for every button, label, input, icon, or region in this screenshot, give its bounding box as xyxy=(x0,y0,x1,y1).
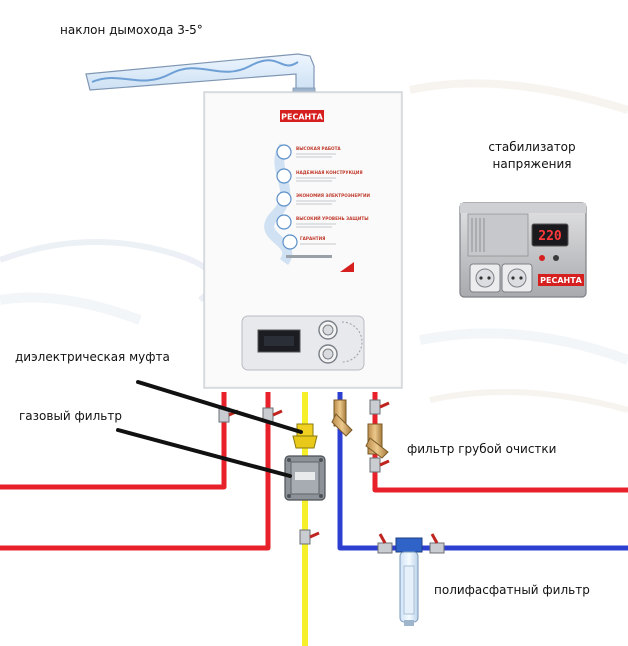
feature-label: НАДЕЖНАЯ КОНСТРУКЦИЯ xyxy=(296,170,363,175)
valve xyxy=(369,399,390,415)
feature-label: ВЫСОКИЙ УРОВЕНЬ ЗАЩИТЫ xyxy=(296,216,369,221)
valve xyxy=(369,457,390,473)
boiler-brand-text: РЕСАНТА xyxy=(281,113,324,122)
pointer-lines xyxy=(116,380,303,478)
stabilizer-label-line2: напряжения xyxy=(492,157,572,171)
feature-label: ГАРАНТИЯ xyxy=(300,236,325,241)
pointer-dielectric-coupling xyxy=(136,380,303,434)
gas-boiler: РЕСАНТА ВЫСОКАЯ РАБОТА НАДЕЖНАЯ КОНСТРУК… xyxy=(203,91,403,389)
pointer-gas-filter xyxy=(116,428,292,478)
stabilizer-label-line1: стабилизатор xyxy=(488,140,576,154)
dielectric-coupling xyxy=(292,423,318,449)
dielectric-coupling-label: диэлектрическая муфта xyxy=(15,350,170,364)
feature-label: ВЫСОКАЯ РАБОТА xyxy=(296,146,341,151)
cold-water-inlet-pipe xyxy=(337,392,628,551)
polyphosphate-filter-label: полифасфатный фильтр xyxy=(434,583,590,597)
boiler-corner-mark xyxy=(340,262,354,272)
indicator-lamp xyxy=(539,255,545,261)
coarse-filter-cold xyxy=(331,399,353,437)
feature-icon xyxy=(276,168,292,184)
stabilizer-display xyxy=(531,223,569,247)
stabilizer-display-value: 220 xyxy=(538,229,562,244)
coarse-filter-hot xyxy=(365,423,389,459)
stabilizer-label: стабилизатор напряжения xyxy=(472,139,592,173)
gas-filter-label: газовый фильтр xyxy=(19,409,122,423)
boiler-brand-plate xyxy=(280,110,324,122)
voltage-stabilizer: 220 РЕСАНТА xyxy=(459,202,587,298)
heating-supply-pipe xyxy=(0,392,227,490)
stabilizer-brand-plate xyxy=(538,274,584,286)
feature-icon xyxy=(276,191,292,207)
valve xyxy=(429,533,445,554)
heating-return-pipe xyxy=(0,392,271,551)
feature-icon xyxy=(282,234,298,250)
boiler-features: ВЫСОКАЯ РАБОТА НАДЕЖНАЯ КОНСТРУКЦИЯ ЭКОН… xyxy=(264,143,370,265)
ball-valves xyxy=(218,399,445,554)
chimney-pipe xyxy=(85,53,316,95)
valve xyxy=(299,529,320,545)
coarse-filter-label: фильтр грубой очистки xyxy=(407,442,557,456)
gas-filter xyxy=(284,455,326,501)
feature-icon xyxy=(276,214,292,230)
stabilizer-brand-text: РЕСАНТА xyxy=(540,276,583,285)
chimney-slope-label: наклон дымохода 3-5° xyxy=(60,23,203,37)
valve xyxy=(377,533,393,554)
feature-label: ЭКОНОМИЯ ЭЛЕКТРОЭНЕРГИИ xyxy=(296,193,370,198)
feature-icon xyxy=(276,144,292,160)
polyphosphate-filter xyxy=(395,537,423,626)
